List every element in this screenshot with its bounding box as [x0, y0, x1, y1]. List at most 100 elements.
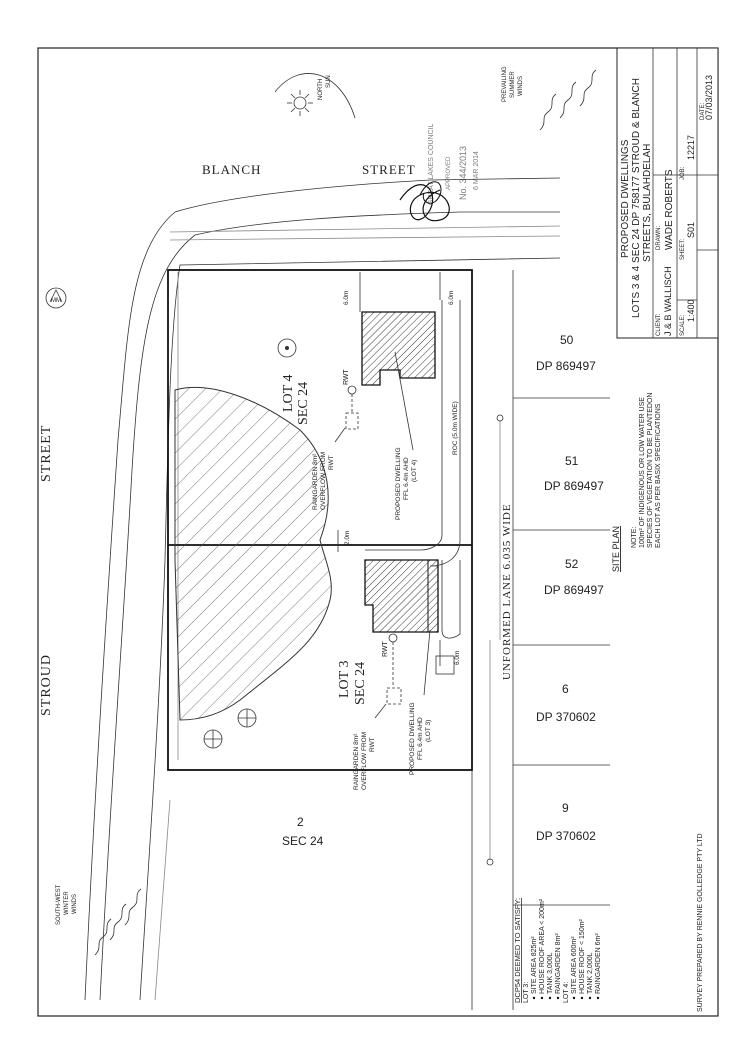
- adj-50-num: 50: [560, 333, 574, 347]
- winter-wind-arrows-icon: [94, 888, 142, 956]
- dwelling-lot4: [361, 311, 436, 386]
- plan-annotations: RWT RWT RAINGARDEN 8m² OVERFLOW FROM RWT…: [312, 291, 461, 790]
- rwt-lot4: [345, 385, 359, 430]
- garage-box: [435, 655, 455, 675]
- adj-9-num: 9: [562, 801, 569, 815]
- lot3-sec: SEC 24: [353, 662, 368, 705]
- stroud-street-2: STREET: [39, 425, 54, 482]
- stamp-line-3: No. 344/2013: [458, 146, 468, 200]
- dwelling-lot4-1: PROPOSED DWELLING: [395, 447, 402, 520]
- note-line-2: 100m² OF INDIGENOUS OR LOW WATER USE: [639, 397, 646, 548]
- sheet-border: [37, 47, 719, 1017]
- date-value: 07/03/2013: [704, 75, 714, 120]
- dwelling-lot4-3: (LOT 4): [411, 460, 418, 482]
- dcp-lot3-i4: RAINGARDEN 8m²: [555, 933, 562, 994]
- dcp-lot3: LOT 3:: [523, 982, 530, 1003]
- dcp-lot3-i3: TANK 3,000L: [547, 952, 554, 994]
- winter-winds-1: SOUTH-WEST: [56, 884, 62, 925]
- adj-52-num: 52: [565, 557, 579, 571]
- lot3-label: LOT 3: [337, 661, 352, 698]
- leader-lines: [334, 351, 431, 719]
- raingarden-lot4-1: RAINGARDEN 8m²: [312, 453, 319, 510]
- summer-winds-3: WINDS: [518, 76, 524, 96]
- dwelling-lot3-3: (LOT 3): [425, 720, 432, 742]
- dcp-lot4-i1: SITE AREA 600m²: [571, 936, 578, 994]
- sun-arc: [274, 73, 356, 119]
- street-labels: BLANCH STREET STROUD STREET UNFORMED LAN…: [39, 162, 513, 716]
- title-line-1: PROPOSED DWELLINGS: [620, 139, 631, 258]
- blanch-street-1: BLANCH: [202, 162, 261, 177]
- summer-wind-arrows-icon: [539, 69, 597, 131]
- stamp-line-4: 6 MAR 2014: [473, 151, 480, 190]
- approval-stamp: GREAT LAKES COUNCIL APPROVED No. 344/201…: [428, 123, 480, 205]
- dcp-title: DCP54 DEEMED TO SATISFY:: [513, 898, 522, 1003]
- title-line-3: STREETS, BULAHDELAH: [642, 144, 653, 262]
- rwt-lot3-label: RWT: [382, 640, 389, 657]
- scale-label: SCALE:: [680, 314, 686, 336]
- north-label: NORTH: [318, 79, 324, 100]
- dim-6c: 6.0m: [454, 651, 461, 665]
- sheet-value: S01: [686, 222, 696, 238]
- dcp-lot4-i2: HOUSE ROOF < 150m²: [579, 918, 586, 994]
- unformed-lane: UNFORMED LANE 6.035 WIDE: [501, 503, 513, 680]
- adj-51-dp: DP 869497: [544, 479, 604, 493]
- orientation-labels: NORTH SUN PREVAILING SUMMER WINDS SOUTH-…: [56, 66, 524, 925]
- raingarden-lot4-2: OVERFLOW FROM: [320, 452, 327, 510]
- rwt-lot3: [386, 633, 402, 705]
- dwelling-lot4-2: FFL 6.4m AHD: [403, 457, 410, 500]
- signature-scribble: [399, 184, 450, 222]
- raingarden-lot3-3: RWT: [369, 737, 376, 752]
- dcp-lot4-i4: RAINGARDEN 6m²: [595, 933, 602, 994]
- scale-value: 1:400: [686, 299, 696, 322]
- rwt-lot4-label: RWT: [343, 368, 350, 385]
- dwelling-lot3: [364, 559, 439, 633]
- adj-6-num: 6: [562, 682, 569, 696]
- adj-51-num: 51: [565, 454, 579, 468]
- adj-9-dp: DP 370602: [536, 829, 596, 843]
- hatched-area: [174, 386, 332, 721]
- raingarden-lot3-2: OVERFLOW FROM: [361, 732, 368, 790]
- blanch-street-2: STREET: [362, 162, 416, 177]
- drawn-label: DRAWN:: [656, 226, 662, 250]
- dim-2: 2.0m: [344, 531, 351, 545]
- job-label: JOB:: [680, 166, 686, 180]
- title-block: PROPOSED DWELLINGS LOTS 3 & 4 SEC 24 DP …: [616, 47, 719, 339]
- summer-winds-2: SUMMER: [510, 71, 516, 98]
- winter-winds-3: WINDS: [72, 894, 78, 914]
- adj-52-dp: DP 869497: [544, 583, 604, 597]
- dcp-lot4-i3: TANK 2,000L: [587, 952, 594, 994]
- client-value: J & B WALLISCH: [663, 266, 673, 336]
- dcp-lot4: LOT 4:: [563, 982, 570, 1003]
- dcp-lot3-i2: HOUSE ROOF AREA < 200m²: [539, 898, 546, 994]
- site-plan-heading: SITE PLAN: [611, 526, 621, 572]
- road-lines: [84, 177, 561, 1010]
- dcp-lot3-i1: SITE AREA 825m²: [531, 936, 538, 994]
- adj-50-dp: DP 869497: [536, 359, 596, 373]
- note-line-3: SPECIES OF VEGETATION TO BE PLANTEDON: [647, 393, 654, 548]
- winter-winds-2: WINTER: [64, 891, 70, 915]
- survey-credit: SURVEY PREPARED BY RENNIE GOLLEDGE PTY L…: [697, 833, 704, 1012]
- mm-north-mark-icon: MM: [45, 287, 67, 309]
- dwelling-lot3-1: PROPOSED DWELLING: [409, 702, 416, 775]
- raingarden-lot4-3: RWT: [328, 455, 335, 470]
- dimension-lines: [337, 272, 441, 666]
- raingarden-lot3-1: RAINGARDEN 8m²: [353, 733, 360, 790]
- roc-label: ROC (5.0m WIDE): [452, 401, 459, 455]
- note-line-4: EACH LOT AS PER BASIX SPECIFICATIONS: [655, 403, 662, 548]
- plan-notes: SITE PLAN NOTE: 100m² OF INDIGENOUS OR L…: [611, 393, 662, 572]
- summer-winds-1: PREVAILING: [502, 66, 508, 102]
- stroud-street-1: STROUD: [39, 654, 54, 716]
- sec2-num: 2: [297, 815, 304, 829]
- lot4-label: LOT 4: [281, 375, 296, 412]
- dim-6b: 6.0m: [448, 291, 455, 305]
- roc-driveway: [365, 300, 461, 567]
- dim-6a: 6.0m: [343, 291, 350, 305]
- job-value: 12217: [686, 135, 696, 160]
- sun-label: SUN: [326, 75, 332, 88]
- note-line-1: NOTE:: [631, 527, 638, 548]
- dcp54-list: DCP54 DEEMED TO SATISFY: LOT 3: SITE ARE…: [513, 898, 602, 1003]
- sec2-sec: SEC 24: [282, 834, 324, 848]
- title-line-2: LOTS 3 & 4 SEC 24 DP 758177 STROUD & BLA…: [631, 78, 642, 318]
- lot-labels: LOT 4 SEC 24 LOT 3 SEC 24 2 SEC 24 50 DP…: [281, 333, 604, 848]
